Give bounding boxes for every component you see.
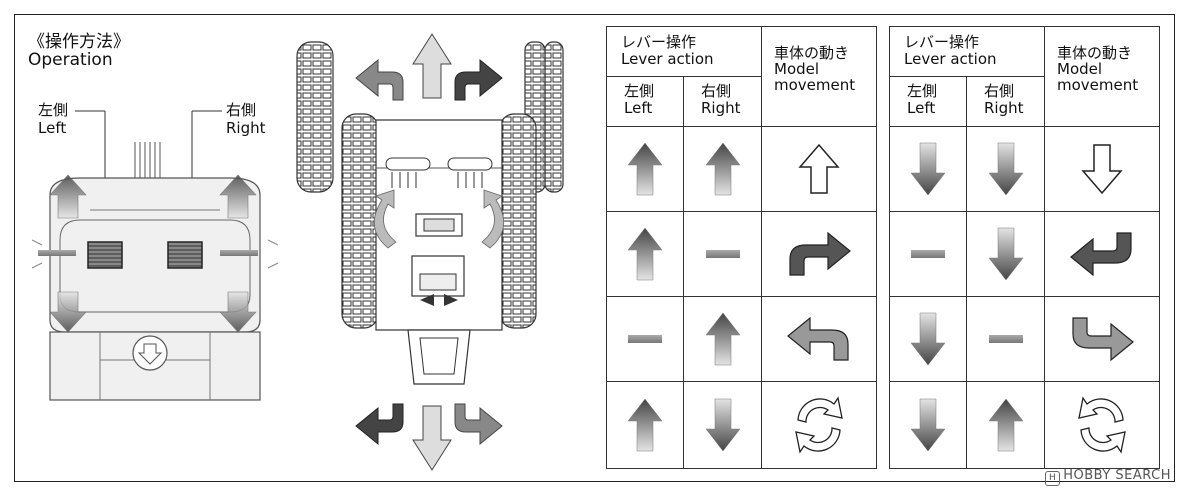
lever-action-en: Lever action — [904, 50, 997, 68]
left-header: 左側 Left — [606, 76, 684, 127]
turn-right-arrow-icon — [789, 231, 851, 276]
model-movement-jp: 車体の動き — [1057, 44, 1133, 62]
right-lever — [167, 241, 203, 269]
left-lever — [87, 241, 123, 269]
right-header-jp: 右側 — [984, 82, 1015, 100]
movement-cell — [1044, 296, 1161, 382]
lever-cell — [889, 296, 967, 382]
left-header-en: Left — [624, 99, 653, 117]
lever-cell — [965, 296, 1046, 382]
controller-right-label-en: Right — [226, 119, 266, 137]
lever-cell — [965, 126, 1046, 212]
down-arrow-icon — [910, 312, 946, 366]
lever-cell — [965, 211, 1046, 297]
movement-cell — [761, 381, 878, 469]
lever-action-en: Lever action — [621, 50, 714, 68]
down-arrow-icon — [910, 398, 946, 452]
lever-cell — [889, 126, 967, 212]
movement-cell — [1044, 126, 1161, 212]
hobby-search-logo-icon: H — [1045, 471, 1061, 486]
operation-table-backward: レバー操作 Lever action 車体の動き Model movement … — [888, 26, 1161, 469]
controller-left-label-en: Left — [38, 119, 67, 137]
movement-cell — [761, 296, 878, 382]
lever-cell — [682, 211, 763, 297]
spin-arrows-icon — [795, 396, 843, 454]
movement-cell — [1044, 211, 1161, 297]
lever-cell — [965, 381, 1046, 469]
instruction-frame — [14, 14, 1175, 482]
forward-arrow-icon — [798, 143, 840, 194]
spin-arrows-icon — [1078, 396, 1126, 454]
neutral-bar-icon — [628, 335, 662, 343]
lever-action-jp: レバー操作 — [621, 33, 697, 51]
neutral-bar-icon — [705, 250, 740, 258]
model-movement-en-1: Model — [1057, 60, 1103, 78]
lever-action-jp: レバー操作 — [904, 33, 980, 51]
lever-cell — [889, 211, 967, 297]
up-arrow-icon — [704, 142, 741, 196]
section-title-en: Operation — [28, 50, 113, 70]
up-arrow-icon — [627, 398, 663, 452]
movement-cell — [761, 211, 878, 297]
neutral-bar-icon — [911, 250, 945, 258]
left-header: 左側 Left — [889, 76, 967, 127]
right-header-en: Right — [984, 99, 1024, 117]
controller-illustration — [31, 110, 279, 401]
tank-illustration — [296, 33, 564, 471]
neutral-bar-icon — [988, 335, 1023, 343]
right-header-en: Right — [701, 99, 741, 117]
lever-cell — [606, 126, 684, 212]
movement-cell — [1044, 381, 1161, 469]
down-arrow-icon — [987, 227, 1024, 281]
model-movement-en-2: movement — [1057, 76, 1139, 94]
right-header: 右側 Right — [682, 76, 763, 127]
lever-cell — [606, 381, 684, 469]
operation-table-forward: レバー操作 Lever action 車体の動き Model movement … — [605, 26, 878, 469]
turn-left-arrow-icon — [787, 316, 849, 361]
model-movement-jp: 車体の動き — [774, 44, 850, 62]
lever-action-header: レバー操作 Lever action — [605, 26, 763, 77]
left-header-jp: 左側 — [907, 82, 938, 100]
model-movement-en-2: movement — [774, 76, 856, 94]
left-header-jp: 左側 — [624, 82, 655, 100]
down-arrow-icon — [704, 398, 741, 452]
back-left-arrow-icon — [1070, 232, 1132, 277]
model-movement-header: 車体の動き Model movement — [761, 26, 878, 127]
lever-action-header: レバー操作 Lever action — [888, 26, 1046, 77]
model-movement-en-1: Model — [774, 60, 820, 78]
back-right-arrow-icon — [1072, 317, 1134, 362]
lever-cell — [889, 381, 967, 469]
right-header-jp: 右側 — [701, 82, 732, 100]
right-header: 右側 Right — [965, 76, 1046, 127]
lever-cell — [682, 296, 763, 382]
backward-arrow-icon — [1081, 144, 1123, 195]
model-movement-header: 車体の動き Model movement — [1044, 26, 1161, 127]
controller-left-label-jp: 左側 — [38, 101, 69, 119]
down-arrow-icon — [910, 142, 946, 196]
lever-cell — [606, 211, 684, 297]
down-arrow-icon — [987, 142, 1024, 196]
lever-cell — [682, 126, 763, 212]
movement-cell — [761, 126, 878, 212]
up-arrow-icon — [627, 142, 663, 196]
up-arrow-icon — [704, 312, 741, 366]
watermark-text: HOBBY SEARCH — [1063, 468, 1171, 483]
controller-right-label-jp: 右側 — [226, 101, 257, 119]
up-arrow-icon — [627, 227, 663, 281]
left-header-en: Left — [907, 99, 936, 117]
lever-cell — [606, 296, 684, 382]
section-title-jp: 《操作方法》 — [28, 32, 130, 52]
lever-cell — [682, 381, 763, 469]
up-arrow-icon — [987, 398, 1024, 452]
